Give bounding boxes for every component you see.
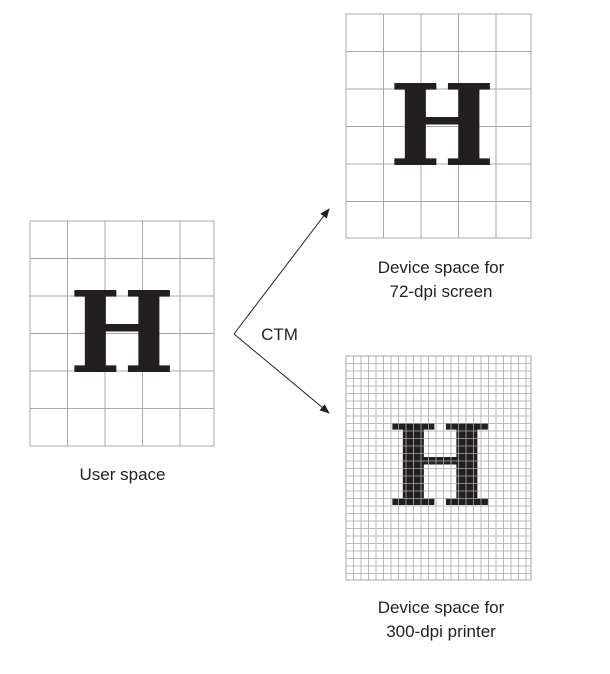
arrow-to-screen (233, 208, 330, 335)
screen-space-grid (346, 14, 531, 238)
screen-space-glyph: H (389, 61, 495, 192)
printer-space-label-line1: Device space for (377, 598, 505, 617)
user-space-glyph: H (69, 268, 175, 399)
ctm-label: CTM (261, 325, 298, 344)
ctm-arrows (233, 208, 330, 414)
screen-space-label-line1: Device space for (377, 258, 505, 277)
printer-space-panel: H (345, 355, 532, 581)
screen-space-panel: H (345, 13, 532, 239)
printer-space-glyph: H (387, 401, 493, 532)
user-space-label: User space (79, 465, 166, 484)
arrow-to-printer (233, 333, 330, 414)
printer-space-grid (346, 356, 531, 580)
printer-space-label-line2: 300-dpi printer (386, 622, 496, 641)
user-space-grid (30, 221, 214, 446)
user-space-panel: H (29, 220, 215, 447)
screen-space-label-line2: 72-dpi screen (389, 282, 493, 301)
